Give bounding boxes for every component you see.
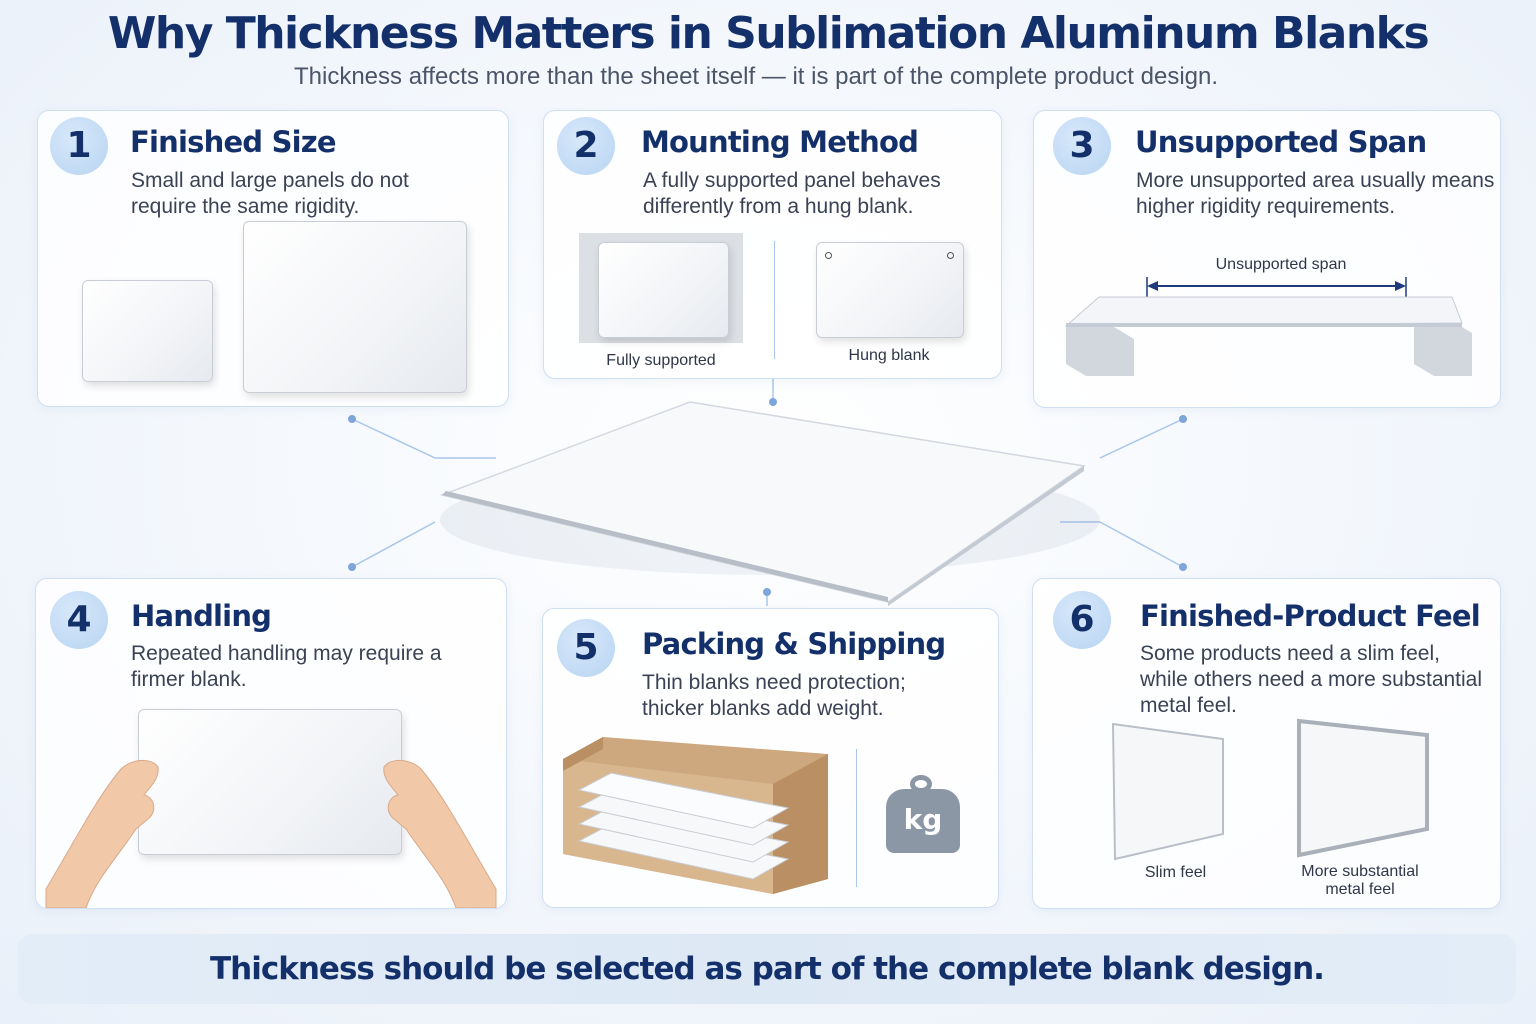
step-number-badge: 1 xyxy=(50,117,108,175)
card-finished-product-feel: 6 Finished-Product Feel Some products ne… xyxy=(1032,578,1501,909)
page-subtitle: Thickness affects more than the sheet it… xyxy=(293,63,1219,90)
step-number-badge: 2 xyxy=(557,117,615,175)
card-mounting-method: 2 Mounting Method A fully supported pane… xyxy=(543,110,1002,379)
page-title: Why Thickness Matters in Sublimation Alu… xyxy=(107,8,1430,59)
small-panel-illustration xyxy=(82,280,213,382)
card-handling: 4 Handling Repeated handling may require… xyxy=(35,578,507,909)
span-diagram xyxy=(1064,277,1472,376)
card-title: Unsupported Span xyxy=(1135,125,1427,159)
handheld-panel-illustration xyxy=(138,709,402,855)
footer-banner: Thickness should be selected as part of … xyxy=(18,934,1516,1004)
label-hung-blank: Hung blank xyxy=(848,347,930,364)
card-description: Repeated handling may require a firmer b… xyxy=(131,642,442,691)
card-description: A fully supported panel behaves differen… xyxy=(643,169,941,218)
hands-illustration xyxy=(45,760,497,908)
step-number-badge: 6 xyxy=(1053,591,1111,649)
hung-blank-panel xyxy=(816,242,964,338)
card-title: Handling xyxy=(131,599,272,633)
card-title: Mounting Method xyxy=(641,125,919,159)
card-description: More unsupported area usually means high… xyxy=(1136,169,1495,218)
label-unsupported-span: Unsupported span xyxy=(1215,256,1347,273)
card-finished-size: 1 Finished Size Small and large panels d… xyxy=(37,110,509,407)
mount-hole-icon xyxy=(825,252,832,259)
divider xyxy=(856,749,857,887)
step-number-badge: 3 xyxy=(1053,117,1111,175)
weight-icon: kg xyxy=(886,775,960,853)
card-title: Packing & Shipping xyxy=(642,627,946,661)
card-unsupported-span: 3 Unsupported Span More unsupported area… xyxy=(1033,110,1501,408)
label-fully-supported: Fully supported xyxy=(606,352,716,369)
weight-icon-label: kg xyxy=(903,803,943,836)
feel-comparison-illustration xyxy=(1111,718,1429,861)
footer-text: Thickness should be selected as part of … xyxy=(210,951,1325,987)
card-description: Some products need a slim feel, while ot… xyxy=(1140,642,1483,717)
card-title: Finished-Product Feel xyxy=(1140,599,1481,633)
step-number-badge: 5 xyxy=(557,619,615,677)
fully-supported-panel xyxy=(598,242,729,338)
shipping-box-illustration xyxy=(563,737,828,894)
label-substantial-feel: More substantial metal feel xyxy=(1301,863,1419,898)
card-description: Small and large panels do not require th… xyxy=(131,169,409,218)
center-aluminum-sheet xyxy=(439,401,1100,606)
card-title: Finished Size xyxy=(130,125,337,159)
mount-hole-icon xyxy=(947,252,954,259)
divider xyxy=(774,241,775,359)
card-packing-shipping: 5 Packing & Shipping Thin blanks need pr… xyxy=(542,608,999,908)
card-description: Thin blanks need protection; thicker bla… xyxy=(642,671,906,720)
label-slim-feel: Slim feel xyxy=(1144,864,1207,881)
large-panel-illustration xyxy=(243,221,467,393)
step-number-badge: 4 xyxy=(50,591,108,649)
